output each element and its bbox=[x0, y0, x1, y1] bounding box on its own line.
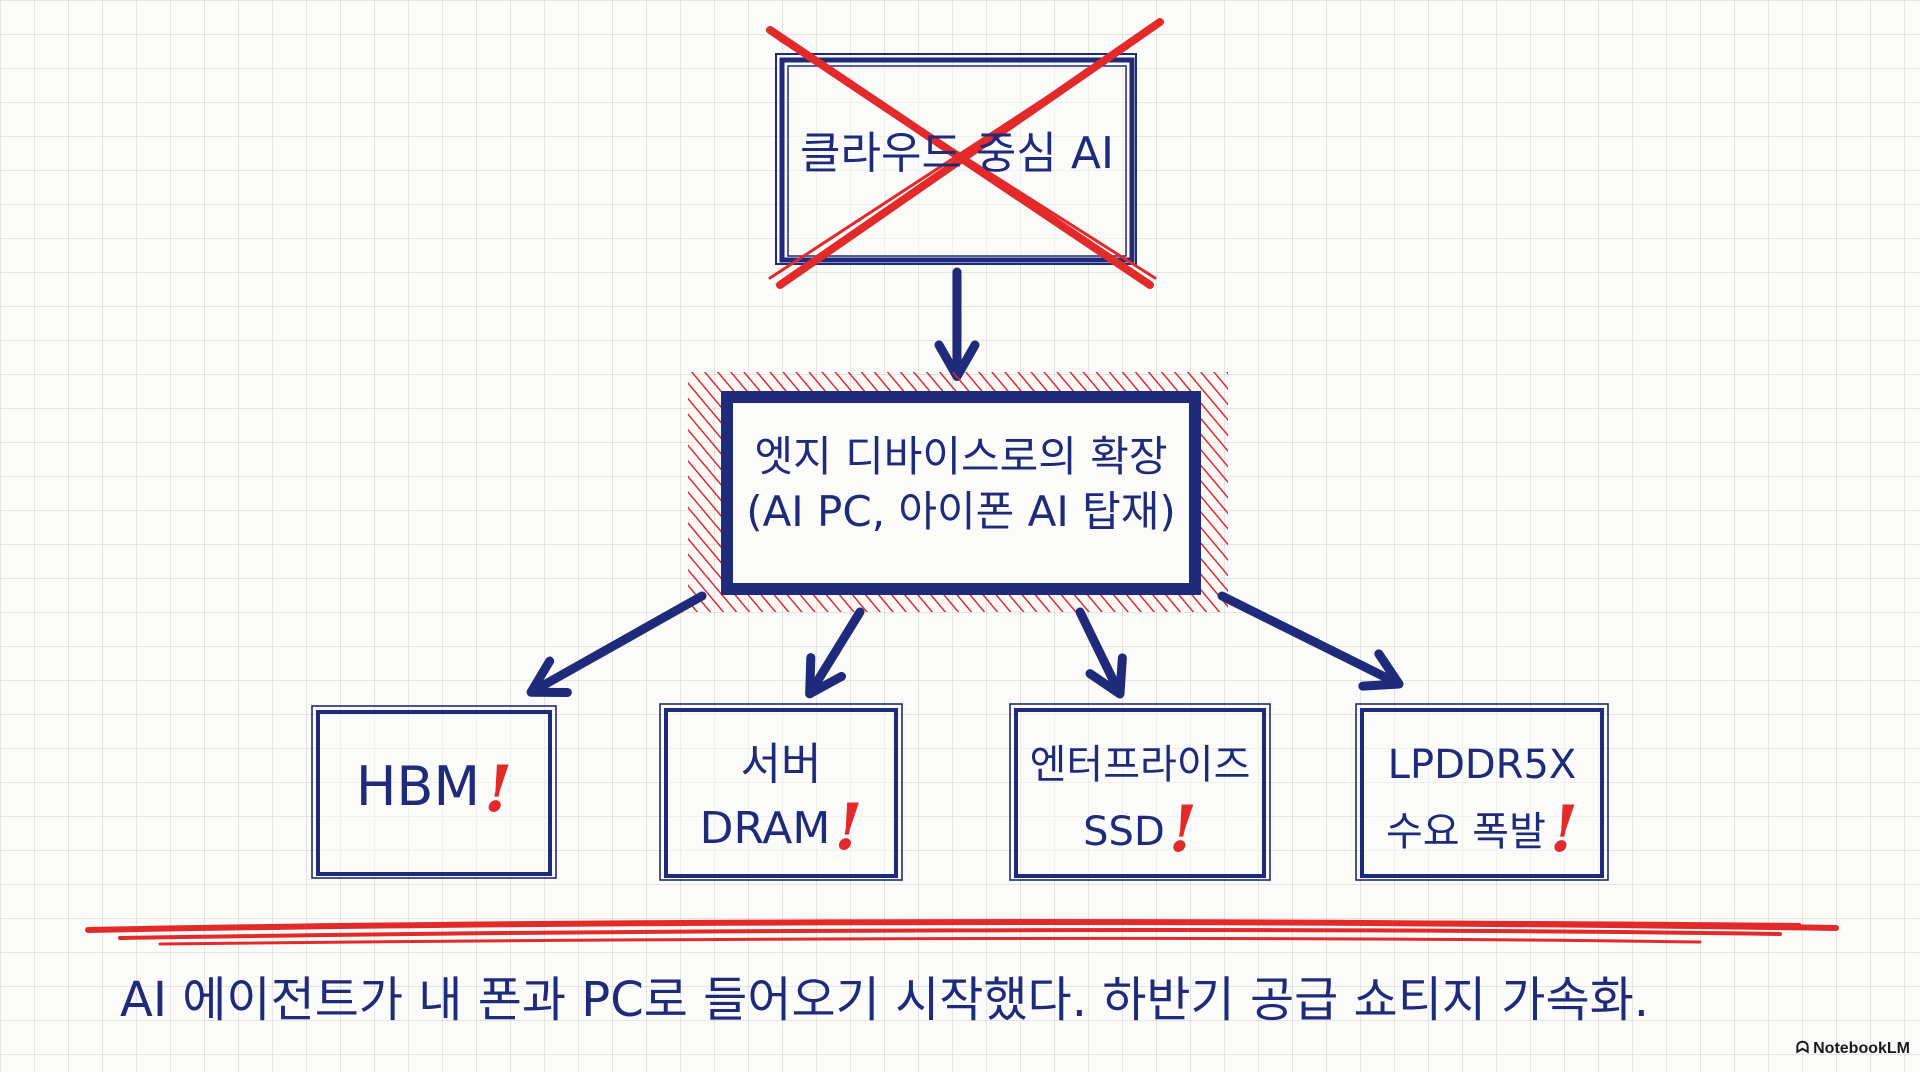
box-hbm-label: HBM! bbox=[318, 752, 550, 829]
arrow-to-lpddr5x bbox=[1217, 591, 1404, 691]
box-server-dram-line1: 서버 bbox=[740, 739, 822, 790]
hbm-exclamation-icon: ! bbox=[484, 752, 513, 827]
box-lpddr5x-line2: 수요 폭발 bbox=[1385, 809, 1546, 855]
middle-box bbox=[688, 372, 1228, 612]
box-server-dram bbox=[659, 703, 903, 881]
arrow-to-server-dram bbox=[805, 607, 865, 699]
arrow-to-hbm bbox=[526, 591, 707, 697]
box-lpddr5x bbox=[1355, 703, 1609, 881]
footer-caption: AI 에이전트가 내 폰과 PC로 들어오기 시작했다. 하반기 공급 쇼티지 … bbox=[120, 972, 1650, 1028]
box-server-dram-label: 서버 DRAM! bbox=[666, 739, 896, 865]
box-lpddr5x-label: LPDDR5X 수요 폭발! bbox=[1362, 740, 1602, 870]
box-lpddr5x-line1: LPDDR5X bbox=[1387, 742, 1577, 788]
brand-name: NotebookLM bbox=[1813, 1040, 1910, 1057]
box-server-dram-line2: DRAM bbox=[699, 802, 831, 854]
arrow-to-enterprise-ssd bbox=[1075, 607, 1127, 699]
box-hbm bbox=[311, 705, 557, 879]
box-enterprise-ssd-line2: SSD bbox=[1083, 809, 1165, 855]
cross-out-mark bbox=[766, 18, 1164, 289]
box-enterprise-ssd-line1: 엔터프라이즈 bbox=[1029, 742, 1251, 788]
middle-box-line1: 엣지 디바이스로의 확장 bbox=[754, 432, 1168, 481]
enterprise-ssd-exclamation-icon: ! bbox=[1168, 792, 1197, 867]
server-dram-exclamation-icon: ! bbox=[834, 789, 863, 865]
notebooklm-logo-icon: ᗣ bbox=[1795, 1040, 1810, 1057]
box-enterprise-ssd-label: 엔터프라이즈 SSD! bbox=[1016, 740, 1264, 870]
box-hbm-line1: HBM bbox=[355, 755, 481, 818]
middle-box-line2: (AI PC, 아이폰 AI 탑재) bbox=[746, 486, 1176, 536]
red-underline bbox=[85, 919, 1839, 946]
top-box-label: 클라우드 중심 AI bbox=[800, 128, 1114, 179]
middle-box-label: 엣지 디바이스로의 확장 (AI PC, 아이폰 AI 탑재) bbox=[728, 430, 1194, 539]
lpddr5x-exclamation-icon: ! bbox=[1549, 792, 1578, 867]
box-enterprise-ssd bbox=[1009, 703, 1271, 881]
